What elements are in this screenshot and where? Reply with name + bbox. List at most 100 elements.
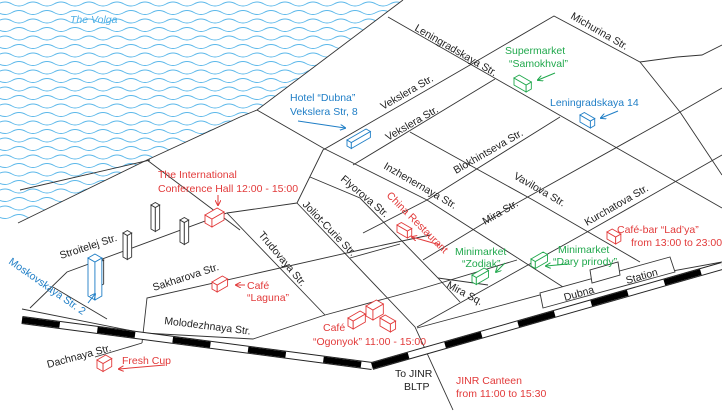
street-label-blokhintseva: Blokhintseva Str. bbox=[452, 127, 526, 177]
river-wave bbox=[0, 86, 403, 92]
river-label: The Volga bbox=[70, 14, 118, 26]
river-wave bbox=[0, 112, 403, 117]
river-wave bbox=[0, 154, 403, 160]
dubna-station: Dubna Station bbox=[539, 256, 676, 309]
river-wave bbox=[0, 78, 403, 83]
arrow-freshcup bbox=[119, 364, 166, 369]
river-wave bbox=[0, 146, 403, 151]
dachnaya-road bbox=[94, 342, 143, 358]
vavilova-road bbox=[409, 131, 641, 263]
arrow-dary bbox=[546, 264, 569, 266]
apartment-tower bbox=[122, 229, 133, 261]
street-label-leningradskaya: Leningradskaya Str. bbox=[413, 22, 499, 79]
street-network bbox=[17, 0, 722, 411]
laguna-label: Café bbox=[247, 280, 269, 292]
ogonyok-hours: “Ogonyok” 11:00 - 15:00 bbox=[313, 336, 426, 348]
moskovskaya-label: Moskovskaya Str. 2 bbox=[6, 256, 88, 318]
supermarket-label: Supermarket bbox=[505, 45, 565, 57]
conference-label: The International bbox=[158, 169, 237, 181]
mira-sq-road bbox=[437, 277, 489, 286]
railway-ties bbox=[21, 317, 373, 369]
ogonyok-building bbox=[347, 310, 367, 330]
leningradskaya14-building bbox=[579, 111, 596, 129]
river-bank bbox=[17, 0, 404, 224]
dary-name: “Dary prirody” bbox=[553, 256, 618, 268]
street-label-kurchatova: Kurchatova Str. bbox=[583, 182, 651, 228]
ogonyok-building bbox=[365, 299, 385, 321]
cross-road-west bbox=[19, 159, 151, 191]
inzhenernaya-road bbox=[256, 109, 564, 288]
arrow-zodiak bbox=[496, 262, 506, 272]
river-wave bbox=[0, 27, 403, 32]
river-wave bbox=[0, 95, 403, 100]
street-label-michurina: Michurina Str. bbox=[569, 10, 631, 52]
vekslera-upper-road bbox=[296, 15, 722, 204]
canteen-hours: from 11:00 to 15:30 bbox=[456, 388, 546, 400]
street-label-vekslera-upper: Vekslera Str. bbox=[379, 73, 436, 113]
river-wave bbox=[0, 35, 403, 41]
sakharova-road bbox=[141, 234, 431, 344]
labels: The Volga Leningradskaya Str. Michurina … bbox=[6, 10, 722, 400]
station-building bbox=[589, 261, 621, 284]
zodiak-building bbox=[471, 267, 490, 286]
apartment-tower bbox=[150, 201, 161, 233]
laguna-building bbox=[211, 275, 229, 293]
molodezhnaya-road bbox=[21, 259, 518, 340]
river-wave bbox=[0, 163, 403, 168]
arrow-leningradskaya14 bbox=[601, 110, 619, 118]
railway bbox=[21, 262, 722, 370]
conference-hours: Conference Hall 12:00 - 15:00 bbox=[158, 183, 298, 195]
arrow-china bbox=[412, 237, 441, 246]
stroiteley-road bbox=[29, 202, 298, 309]
hotel-dubna-building bbox=[346, 128, 372, 150]
river-wave bbox=[0, 10, 403, 15]
michurina-branch bbox=[639, 61, 722, 176]
vekslera-lower-road bbox=[352, 78, 496, 166]
zodiak-name: “Zodiak” bbox=[462, 258, 501, 270]
mira-road bbox=[422, 87, 722, 261]
street-label-mira: Mira Str. bbox=[481, 198, 521, 228]
supermarket-name: “Samokhval” bbox=[509, 58, 568, 70]
street-label-flyorova: Flyorova Str. bbox=[338, 173, 391, 220]
hotel-address: Vekslera Str, 8 bbox=[290, 106, 358, 118]
moskovskaya-road bbox=[52, 286, 108, 320]
arrow-hotel bbox=[297, 120, 345, 128]
ogonyok-label: Café bbox=[323, 322, 345, 334]
blokhintseva-road bbox=[362, 116, 561, 234]
ladya-building bbox=[606, 228, 622, 245]
arrow-moskovskaya bbox=[87, 294, 95, 304]
street-label-joliot-curie: Joliot-Curie Str. bbox=[300, 199, 358, 259]
hotel-label: Hotel “Dubna” bbox=[290, 92, 356, 104]
conference-hall-building bbox=[204, 207, 225, 228]
bltp-label: To JINR bbox=[395, 368, 433, 380]
freshcup-label: Fresh Cup bbox=[122, 355, 171, 367]
buildings bbox=[87, 74, 622, 373]
supermarket-building bbox=[513, 74, 533, 93]
dary-label: Minimarket bbox=[558, 244, 609, 256]
river-wave bbox=[0, 18, 403, 24]
leningradskaya14-label: Leningradskaya 14 bbox=[550, 97, 639, 109]
canteen-label: JINR Canteen bbox=[456, 375, 522, 387]
ogonyok-building bbox=[379, 314, 397, 333]
ladya-label: Café-bar “Lad’ya” bbox=[617, 224, 699, 236]
zodiak-label: Minimarket bbox=[455, 246, 506, 258]
river-wave bbox=[0, 61, 403, 66]
ladya-hours: from 13:00 to 23:00 bbox=[631, 237, 722, 249]
apartment-tower bbox=[179, 216, 190, 246]
moskovskaya-building bbox=[87, 253, 103, 301]
laguna-name: “Laguna” bbox=[247, 292, 290, 304]
river-wave bbox=[0, 69, 403, 75]
pointer-arrows bbox=[87, 72, 619, 369]
station-platform bbox=[539, 256, 676, 309]
leningradskaya-road bbox=[387, 16, 722, 209]
river-wave bbox=[0, 1, 403, 7]
flyorova-road bbox=[309, 176, 461, 303]
dary-prirody-building bbox=[530, 251, 549, 270]
kurchatova-road bbox=[416, 154, 722, 328]
freshcup-building bbox=[96, 354, 113, 373]
street-label-molodezhnaya: Molodezhnaya Str. bbox=[164, 315, 252, 338]
trudovaya-road bbox=[226, 212, 326, 316]
river-wave bbox=[0, 137, 403, 143]
joliot-curie-road bbox=[296, 202, 454, 411]
